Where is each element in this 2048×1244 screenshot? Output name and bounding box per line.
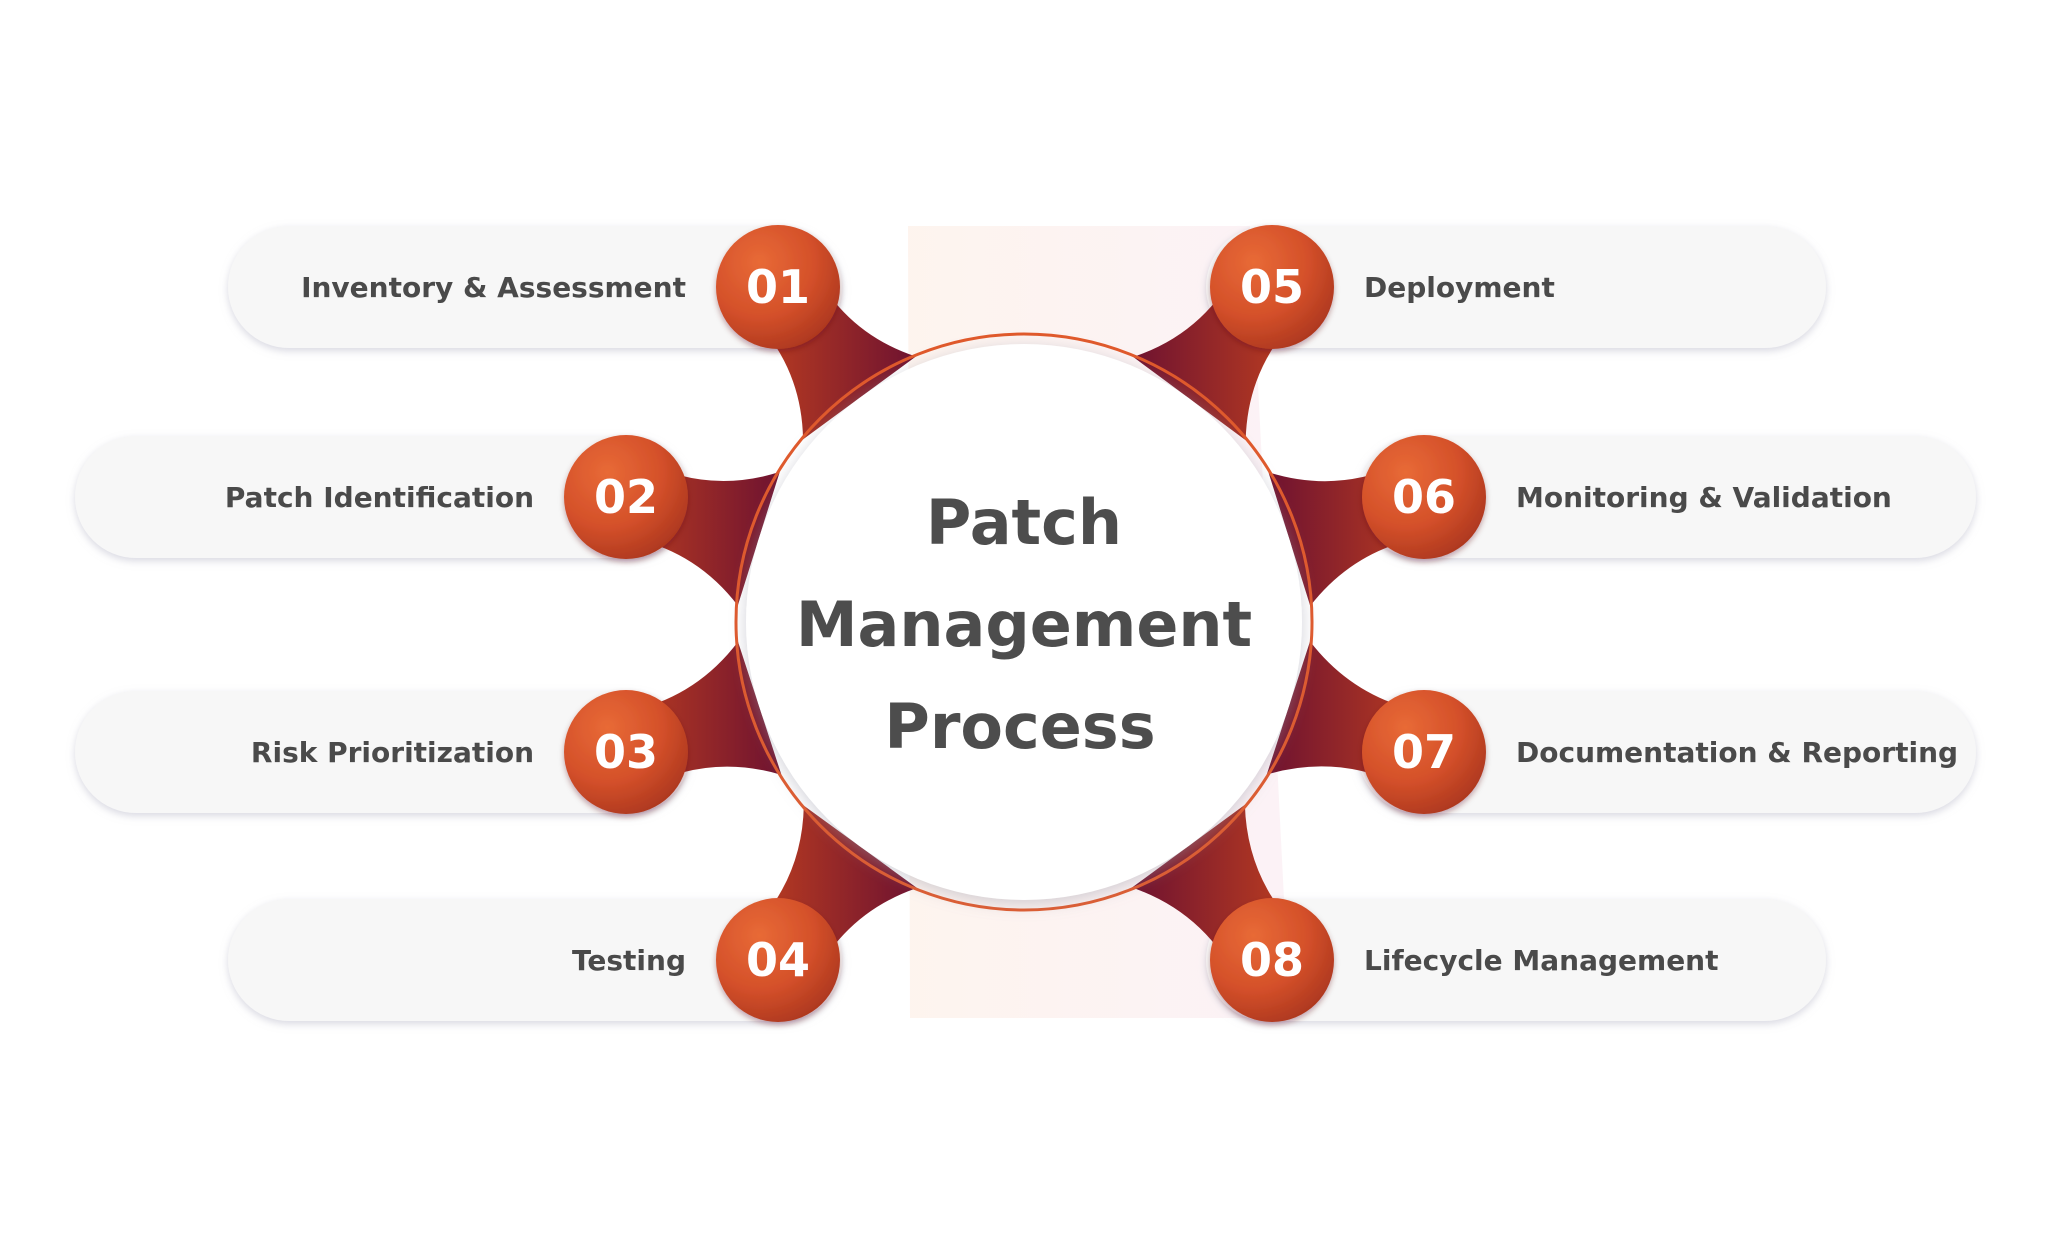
- center-circle: [746, 344, 1302, 900]
- step-pill-06: [1358, 436, 1976, 558]
- step-number-06: 06: [1392, 470, 1456, 524]
- center-ring: [734, 332, 1314, 912]
- step-number-05: 05: [1240, 260, 1304, 314]
- step-badge-05: [1210, 225, 1334, 349]
- center-title: Patch Management Process: [796, 486, 1252, 763]
- step-number-02: 02: [594, 470, 658, 524]
- step-pill-04: [228, 899, 842, 1021]
- step-badge-01: [716, 225, 840, 349]
- step-label-06: Monitoring & Validation: [1516, 481, 1892, 514]
- step-badge-02: [564, 435, 688, 559]
- step-pill-03: [75, 691, 690, 813]
- step-pill-07: [1358, 691, 1976, 813]
- step-pill-08: [1206, 899, 1826, 1021]
- center-title-line-1: Patch: [926, 486, 1122, 559]
- step-label-08: Lifecycle Management: [1364, 944, 1719, 977]
- center-title-line-2: Management: [796, 588, 1252, 661]
- step-number-07: 07: [1392, 725, 1456, 779]
- step-badges: 01 02 03 04 05 06 07 08: [564, 225, 1486, 1022]
- step-badge-03: [564, 690, 688, 814]
- step-pill-01: [228, 226, 842, 348]
- step-label-02: Patch Identification: [225, 481, 534, 514]
- step-label-05: Deployment: [1364, 271, 1555, 304]
- step-badge-07: [1362, 690, 1486, 814]
- step-pills: [75, 226, 1976, 1021]
- step-pill-02: [75, 436, 690, 558]
- step-label-07: Documentation & Reporting: [1516, 736, 1958, 769]
- step-number-08: 08: [1240, 933, 1304, 987]
- center-title-line-3: Process: [884, 690, 1155, 763]
- step-label-04: Testing: [572, 944, 686, 977]
- step-badge-04: [716, 898, 840, 1022]
- step-number-01: 01: [746, 260, 810, 314]
- step-number-04: 04: [746, 933, 810, 987]
- step-number-03: 03: [594, 725, 658, 779]
- step-badge-08: [1210, 898, 1334, 1022]
- step-label-03: Risk Prioritization: [251, 736, 534, 769]
- step-pill-05: [1206, 226, 1826, 348]
- step-label-01: Inventory & Assessment: [301, 271, 686, 304]
- step-badge-06: [1362, 435, 1486, 559]
